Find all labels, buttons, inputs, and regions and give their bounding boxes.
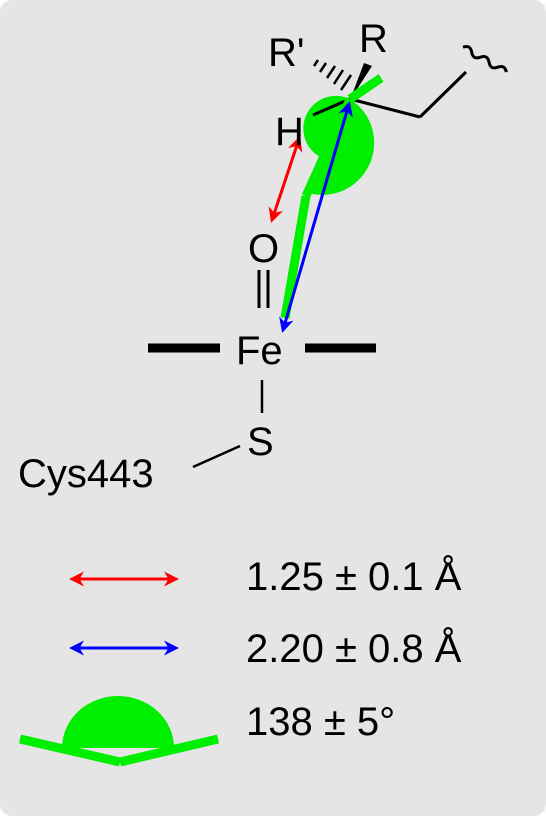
atom-fe: Fe xyxy=(236,329,283,373)
fe-s-bonds xyxy=(192,380,264,469)
legend-label-c-fe-distance: 2.20 ± 0.8 Å xyxy=(246,626,462,671)
hashed-bond xyxy=(312,59,353,91)
atom-h: H xyxy=(275,110,304,154)
atom-r: R xyxy=(359,17,388,61)
green-angle-icon xyxy=(18,696,220,767)
atom-o: O xyxy=(248,227,279,271)
legend: 1.25 ± 0.1 Å 2.20 ± 0.8 Å 138 ± 5° xyxy=(18,554,462,767)
c-fe-distance-arrow xyxy=(279,101,353,333)
atom-r-prime: R' xyxy=(268,31,305,75)
fe-o-double-bond xyxy=(257,270,270,308)
legend-label-h-o-distance: 1.25 ± 0.1 Å xyxy=(246,554,462,599)
residue-label: Cys443 xyxy=(18,452,154,496)
legend-label-angle: 138 ± 5° xyxy=(246,700,395,744)
atom-s: S xyxy=(247,420,274,464)
